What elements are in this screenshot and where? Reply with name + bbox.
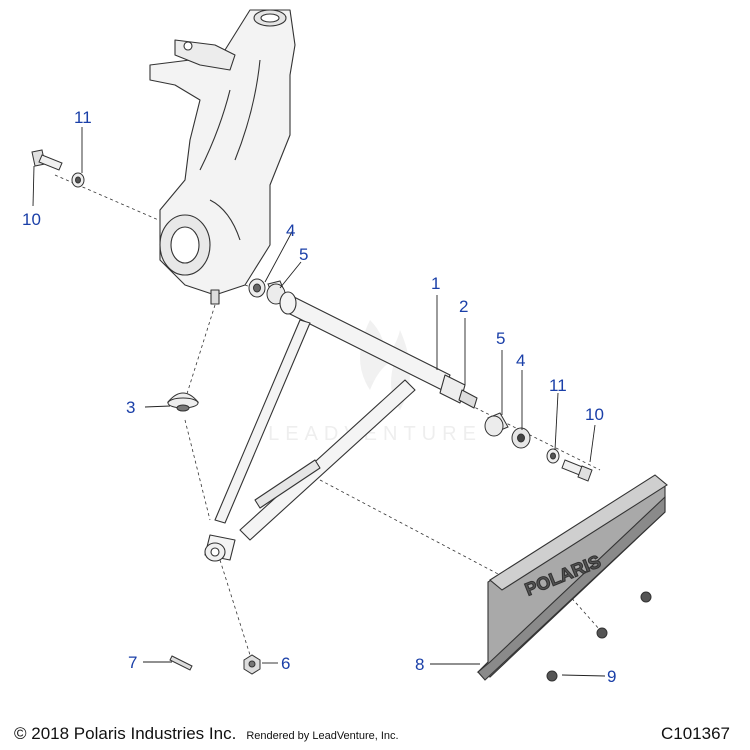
callout-6[interactable]: 6 (281, 654, 291, 673)
callout-3[interactable]: 3 (126, 398, 136, 417)
rendered-by-text: Rendered by LeadVenture, Inc. (246, 730, 399, 742)
callout-1[interactable]: 1 (431, 274, 441, 293)
bolt-10-right (561, 459, 593, 482)
copyright-text: © 2018 Polaris Industries Inc. (14, 724, 237, 743)
callout-11-left[interactable]: 11 (74, 108, 92, 127)
callout-5-lower[interactable]: 5 (496, 329, 506, 348)
bushing-4-upper (248, 278, 266, 298)
callout-5-upper[interactable]: 5 (299, 245, 309, 264)
callout-7[interactable]: 7 (128, 653, 138, 672)
cap-3 (166, 392, 200, 412)
nut-6 (243, 654, 261, 675)
washer-11-right (546, 448, 560, 464)
callout-10-right[interactable]: 10 (585, 405, 604, 424)
callout-8[interactable]: 8 (415, 655, 425, 674)
washer-11-left (71, 172, 85, 188)
bushing-5-lower (484, 412, 509, 437)
leader-lines (32, 127, 606, 677)
bolt-10-left (31, 149, 63, 171)
steering-knuckle (149, 9, 296, 305)
screw-9 (546, 591, 652, 682)
cotter-pin-7 (169, 655, 193, 671)
callout-2[interactable]: 2 (459, 297, 469, 316)
callout-11-right[interactable]: 11 (549, 376, 567, 395)
skid-guard-8: POLARIS (476, 474, 668, 681)
footer-copyright: © 2018 Polaris Industries Inc. Rendered b… (14, 724, 399, 744)
diagram-id: C101367 (660, 724, 730, 743)
bushing-4-lower (511, 427, 531, 449)
callout-10-left[interactable]: 10 (22, 210, 41, 229)
callout-4-lower[interactable]: 4 (516, 351, 526, 370)
callout-4-upper[interactable]: 4 (286, 221, 296, 240)
a-arm (204, 291, 478, 562)
watermark-text: LEADVENTURE (268, 423, 482, 445)
callout-9[interactable]: 9 (607, 667, 617, 686)
